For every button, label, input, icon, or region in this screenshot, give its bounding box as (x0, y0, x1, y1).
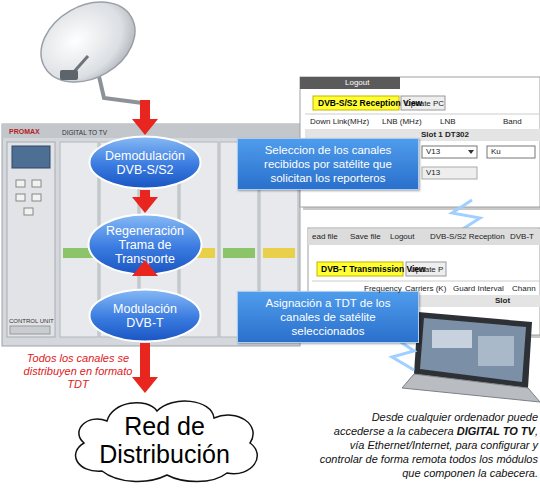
dish-stand (98, 72, 150, 104)
menu-item: ead file (312, 232, 338, 242)
node-label: Red de Distribución (90, 412, 240, 468)
button-label: Update PC (405, 99, 444, 109)
menu-item: Logout (390, 232, 414, 242)
laptop-base (402, 374, 540, 402)
process-ellipse: Demodulación DVB-S/S2 (88, 135, 202, 190)
process-ellipse: Regeneración Trama de Transporte (87, 213, 203, 276)
remote-note: Desde cualquier ordenador puede acceders… (318, 410, 538, 480)
field-value: V13 (426, 147, 440, 157)
callout-box: Asignación a TDT de los canales de satél… (237, 291, 419, 343)
node-label: Regeneración Trama de Transporte (99, 224, 191, 266)
signal-arrow (140, 190, 150, 199)
node-text-area: Red de Distribución (62, 393, 267, 483)
button-label: Update P (410, 265, 443, 275)
callout-box: Seleccion de los canales recibidos por s… (237, 138, 419, 190)
node-label: Seleccion de los canales recibidos por s… (250, 143, 406, 185)
ellipse-shape (90, 290, 201, 342)
process-ellipse: Modulación DVB-T (88, 288, 202, 343)
brand-label: PROMAX (9, 127, 40, 137)
ellipse-shape (90, 137, 201, 189)
node-label: Asignación a TDT de los canales de satél… (250, 296, 406, 338)
table-rule (305, 114, 540, 115)
menu-item: Save file (350, 232, 381, 242)
connector-strip (10, 326, 50, 334)
dish-reflector (27, 0, 150, 98)
column-header: Frequency (364, 284, 402, 294)
node-text-area: Seleccion de los canales recibidos por s… (238, 139, 418, 189)
column-header: Band (503, 117, 522, 127)
cloud-shape (76, 401, 258, 481)
node-text-area: Demodulación DVB-S/S2 (88, 135, 202, 190)
panel-button (32, 180, 41, 187)
laptop-screen (420, 318, 526, 382)
module-tag (223, 248, 255, 258)
satellite-dish (27, 0, 150, 104)
node-text-area: Modulación DVB-T (88, 288, 202, 343)
node-label: Modulación DVB-T (100, 302, 190, 330)
screen-window (478, 336, 514, 366)
panel-label: DIGITAL TO TV (62, 128, 107, 138)
select-box (422, 146, 477, 158)
column-header: LNB (MHz) (382, 117, 422, 127)
slot-label: Slot (495, 296, 510, 306)
screen-window (432, 330, 472, 348)
panel-button (24, 208, 33, 215)
column-header: Carriers (K) (405, 284, 446, 294)
network-cloud: Red de Distribución (62, 393, 267, 483)
column-header: LNB (440, 117, 456, 127)
panel-button (32, 194, 41, 201)
column-header: Chann (512, 284, 536, 294)
node-label: Demodulación DVB-S/S2 (100, 149, 190, 177)
column-header: Guard Interval (453, 284, 504, 294)
menu-item: DVB-S/S2 Reception (430, 232, 505, 242)
panel-button (16, 180, 25, 187)
panel-label: CONTROL UNIT (9, 316, 54, 326)
lightning-bolt (392, 340, 414, 370)
lnb-symbol (60, 70, 78, 80)
ellipse-shape (89, 215, 202, 275)
select-arrow (468, 150, 474, 154)
table-rule (312, 281, 540, 282)
node-text-area: Asignación a TDT de los canales de satél… (238, 292, 418, 342)
input-box (487, 146, 535, 158)
signal-arrow (140, 343, 150, 379)
slot-label: Slot 1 DT302 (421, 130, 469, 140)
signal-arrow (140, 100, 150, 121)
menu-item: Logout (345, 78, 369, 88)
menu-bar (308, 229, 540, 245)
product-name: DIGITAL TO TV (457, 425, 535, 437)
node-text-area: Regeneración Trama de Transporte (87, 213, 203, 276)
note-text: Todos los canales se distribuyen en form… (22, 352, 134, 391)
input-box (422, 167, 477, 179)
column-header: Down Link(MHz) (310, 117, 369, 127)
menu-item: DVB-T (510, 232, 534, 242)
field-value: V13 (426, 168, 440, 178)
lcd-display (12, 146, 50, 168)
control-module (7, 142, 55, 337)
menu-bar (300, 77, 400, 89)
panel-button (16, 194, 25, 201)
module-tag (263, 248, 295, 258)
laptop (402, 312, 540, 402)
lightning-bolt (452, 200, 480, 232)
field-value: Ku (491, 147, 501, 157)
